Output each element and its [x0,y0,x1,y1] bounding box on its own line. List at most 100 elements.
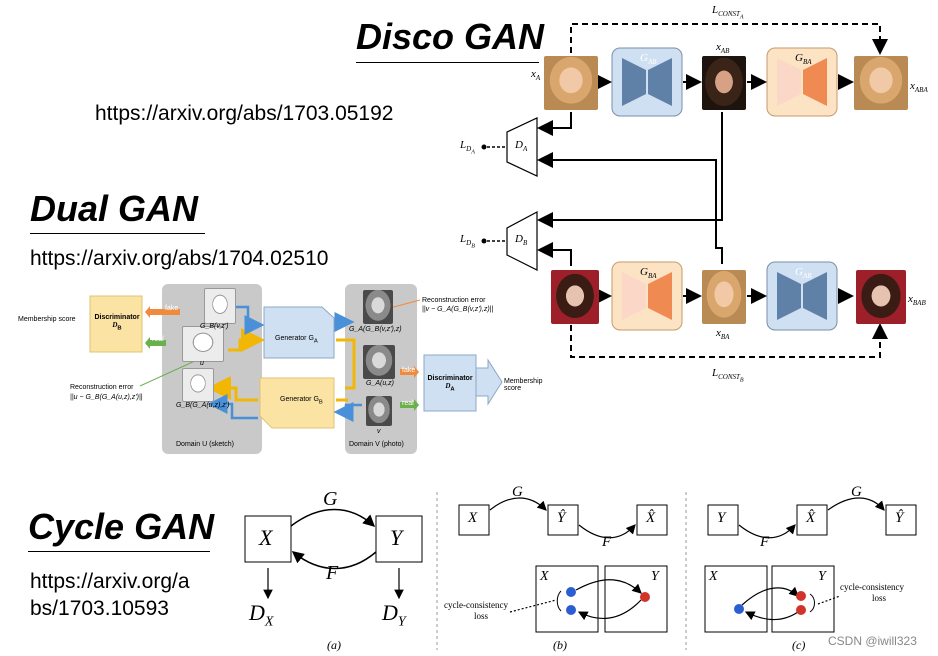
dual-gan-url[interactable]: https://arxiv.org/abs/1704.02510 [30,247,329,270]
cycle-c-caption: (c) [792,638,806,652]
cycle-b-x-box [458,504,490,536]
xbab-label: xBAB [908,293,926,308]
da-trapezoid [506,117,538,177]
fake-left-label: fake [165,305,179,312]
cycle-b-domain-y [604,565,668,633]
gba-top-trap-left [777,58,801,106]
recon-left-formula: ||u − G_B(G_A(u,z),z')|| [70,394,143,401]
ldb-label: LDB [460,233,475,250]
xab-label: xAB [716,41,730,56]
cycle-c-box-x-label: X [709,569,718,584]
u-bottom-label: G_B(G_A(u,z),z') [176,402,230,409]
gab-bottom-trap-left [777,272,801,320]
cycle-b-caption: (b) [553,638,567,652]
xba-label: xBA [716,327,730,342]
gba-top-label: GBA [795,52,812,67]
cycle-gan-underline [28,551,210,552]
recon-right-formula: ||v − G_A(G_B(v,z'),z)|| [422,306,494,313]
gba-bottom-label: GBA [640,266,657,281]
xbab-image [856,270,906,324]
gab-bottom-trap-right [803,272,827,320]
cycle-c-loss-line1: cycle-consistency [840,582,904,592]
cycle-a-dx-label: DX [249,600,274,630]
cycle-c-xhat-label: X̂ [806,510,816,526]
generator-b-label: Generator GB [280,396,323,406]
gab-bottom-label: GAB [795,266,812,281]
da-label: DA [515,139,528,154]
cycle-b-loss-line2: loss [474,611,489,621]
disco-gan-title: Disco GAN [356,16,545,57]
real-right-label: real [402,400,414,407]
disco-gan-url[interactable]: https://arxiv.org/abs/1703.05192 [95,102,394,125]
cycle-a-y-box [375,515,423,563]
domain-v-label: Domain V (photo) [349,441,404,448]
cycle-gan-url-line1[interactable]: https://arxiv.org/a [30,570,190,593]
const-b-loop [570,323,888,358]
cycle-c-y-label: Y [717,510,726,526]
cycle-b-xhat-label: X̂ [646,510,656,526]
v-mid-photo [363,345,395,379]
xa-image [544,56,598,110]
xa-label: xA [531,68,541,83]
cycle-c-box-y-label: Y [818,569,826,584]
gba-bottom-trap-left [622,272,646,320]
u-top-sketch [204,288,236,324]
cycle-a-g-label: G [323,488,338,510]
generator-b-box [259,377,335,429]
gab-top-trap-right [648,58,672,106]
cycle-b-yhat-label: Ŷ [557,510,566,526]
const-b-label: LCONSTB [712,367,744,384]
v-bottom-label: v [377,428,381,435]
xba-image [702,270,746,324]
xab-image [702,56,746,110]
cycle-b-x-label: X [468,510,478,526]
membership-left: Membership score [18,316,76,323]
v-top-label: G_A(G_B(v,z'),z) [349,326,402,333]
cycle-c-g-label: G [851,484,862,500]
cycle-b-domain-x [535,565,599,633]
cycle-a-y-label: Y [390,525,403,550]
cycle-gan-url-line2[interactable]: bs/1703.10593 [30,597,169,620]
v-mid-label: G_A(u,z) [366,380,395,387]
cycle-gan-title: Cycle GAN [28,506,215,547]
cycle-c-loss-line2: loss [872,593,887,603]
xaba-image [854,56,908,110]
discriminator-a-arrow [475,358,503,406]
cycle-c-yhat-box [885,504,917,536]
recon-right-title: Reconstruction error [422,297,486,304]
cycle-c-domain-x [704,565,768,633]
gab-top-trap-left [622,58,646,106]
generator-a-label: Generator GA [275,335,318,345]
cycle-b-box-x-label: X [540,569,549,584]
const-a-label: LCONSTA [712,4,744,21]
dual-gan-underline [30,233,205,234]
gba-top-trap-right [803,58,827,106]
cycle-c-yhat-label: Ŷ [895,510,904,526]
cycle-a-x-box [244,515,292,563]
cycle-c-f-label: F [760,534,770,550]
cycle-a-dy-label: DY [382,600,406,630]
cycle-b-loss-line1: cycle-consistency [444,600,508,610]
cycle-a-caption: (a) [327,638,341,652]
db-label: DB [515,233,528,248]
u-mid-label: u [200,360,204,367]
csdn-watermark: CSDN @iwill323 [828,634,917,648]
real-left-label: real [152,336,164,343]
recon-left-title: Reconstruction error [70,384,134,391]
u-mid-sketch [182,326,224,362]
xaba-label: xABA [910,80,928,95]
u-top-label: G_B(v,z') [200,323,229,330]
db-trapezoid [506,211,538,271]
discriminator-a-box [423,354,477,412]
cycle-b-g-label: G [512,484,523,500]
lda-label: LDA [460,139,475,156]
gba-bottom-trap-right [648,272,672,320]
cycle-a-x-label: X [259,525,273,550]
fake-right-label: fake [402,367,416,374]
cycle-b-f-label: F [602,534,612,550]
cycle-b-yhat-box [547,504,579,536]
v-top-photo [363,290,393,324]
